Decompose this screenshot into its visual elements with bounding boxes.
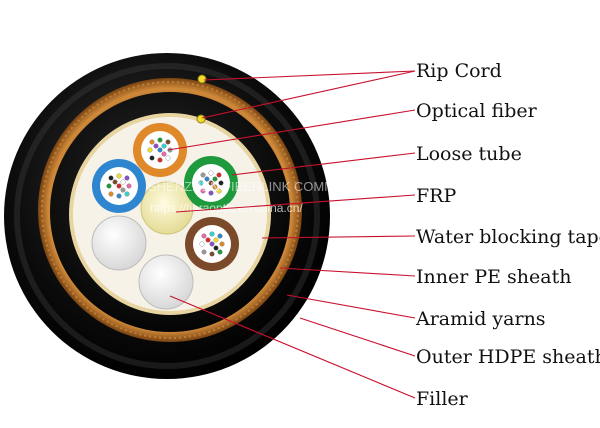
optical-fiber-dot — [116, 173, 122, 179]
optical-fiber-dot — [124, 175, 130, 181]
leader-outer-hdpe-sheath — [299, 317, 416, 357]
label-rip-cord: Rip Cord — [416, 60, 502, 82]
label-outer-hdpe-sheath: Outer HDPE sheath — [416, 346, 600, 368]
label-frp: FRP — [416, 185, 456, 207]
optical-fibers-group — [106, 137, 225, 257]
optical-fiber-dot — [147, 147, 153, 153]
optical-fiber-dot — [116, 183, 122, 189]
leader-optical-fiber — [167, 109, 416, 151]
optical-fiber-dot — [217, 233, 223, 239]
optical-fiber-dot — [165, 139, 171, 145]
optical-fiber-dot — [204, 176, 210, 182]
optical-fiber-dot — [161, 151, 167, 157]
optical-fiber-dot — [213, 245, 219, 251]
optical-fiber-dot — [165, 155, 171, 161]
optical-fiber-dot — [126, 183, 132, 189]
optical-fiber-dot — [149, 155, 155, 161]
optical-fiber-dot — [157, 147, 163, 153]
label-water-blocking-tape: Water blocking tape — [416, 226, 600, 248]
optical-fiber-dot — [124, 191, 130, 197]
optical-fiber-dot — [116, 193, 122, 199]
optical-fiber-dot — [209, 241, 215, 247]
optical-fiber-dot — [149, 139, 155, 145]
optical-fiber-dot — [157, 157, 163, 163]
frp-core — [140, 181, 194, 235]
optical-fiber-dot — [200, 188, 206, 194]
optical-fiber-dot — [199, 241, 205, 247]
optical-fiber-dot — [212, 176, 218, 182]
leader-water-blocking-tape — [261, 235, 416, 239]
optical-fiber-dot — [217, 249, 223, 255]
rip-cord-dot-1 — [197, 74, 207, 84]
optical-fiber-dot — [108, 191, 114, 197]
optical-fiber-dot — [106, 183, 112, 189]
leader-filler — [169, 295, 416, 399]
label-filler: Filler — [416, 388, 469, 410]
optical-fiber-dot — [213, 237, 219, 243]
optical-fiber-dot — [209, 251, 215, 257]
optical-fiber-dot — [161, 143, 167, 149]
optical-fiber-dot — [209, 231, 215, 237]
filler-1 — [91, 215, 147, 271]
optical-fiber-dot — [216, 188, 222, 194]
optical-fiber-dot — [208, 170, 214, 176]
filler-2 — [138, 254, 194, 310]
optical-fiber-dot — [205, 237, 211, 243]
optical-fiber-dot — [208, 190, 214, 196]
optical-fiber-dot — [198, 180, 204, 186]
leader-frp — [175, 194, 416, 213]
optical-fiber-dot — [108, 175, 114, 181]
leader-inner-pe-sheath — [279, 267, 416, 277]
label-aramid-yarns: Aramid yarns — [415, 308, 546, 330]
optical-fiber-dot — [218, 180, 224, 186]
optical-fiber-dot — [112, 179, 118, 185]
leader-aramid-yarns — [286, 294, 416, 319]
leader-rip-cord — [203, 70, 416, 81]
optical-fiber-dot — [201, 249, 207, 255]
optical-fiber-dot — [219, 241, 225, 247]
outer-sheath-highlight — [14, 63, 320, 369]
optical-fiber-dot — [216, 172, 222, 178]
label-inner-pe-sheath: Inner PE sheath — [416, 266, 571, 288]
optical-fiber-dot — [120, 187, 126, 193]
leader-rip-cord-2 — [201, 70, 416, 119]
optical-fiber-dot — [157, 137, 163, 143]
rip-cord-dot-2 — [196, 114, 206, 124]
optical-fiber-dot — [120, 179, 126, 185]
aramid-texture — [41, 81, 299, 339]
optical-fiber-dot — [212, 184, 218, 190]
leader-loose-tube — [231, 152, 416, 176]
optical-fiber-dot — [200, 172, 206, 178]
optical-fiber-dot — [208, 180, 214, 186]
watermark-company: SHENZHEN FIBERLINK COMMUNICATION LIMITED — [148, 179, 461, 194]
optical-fiber-dot — [201, 233, 207, 239]
label-optical-fiber: Optical fiber — [416, 100, 538, 122]
optical-fiber-dot — [153, 143, 159, 149]
label-loose-tube: Loose tube — [416, 143, 522, 165]
